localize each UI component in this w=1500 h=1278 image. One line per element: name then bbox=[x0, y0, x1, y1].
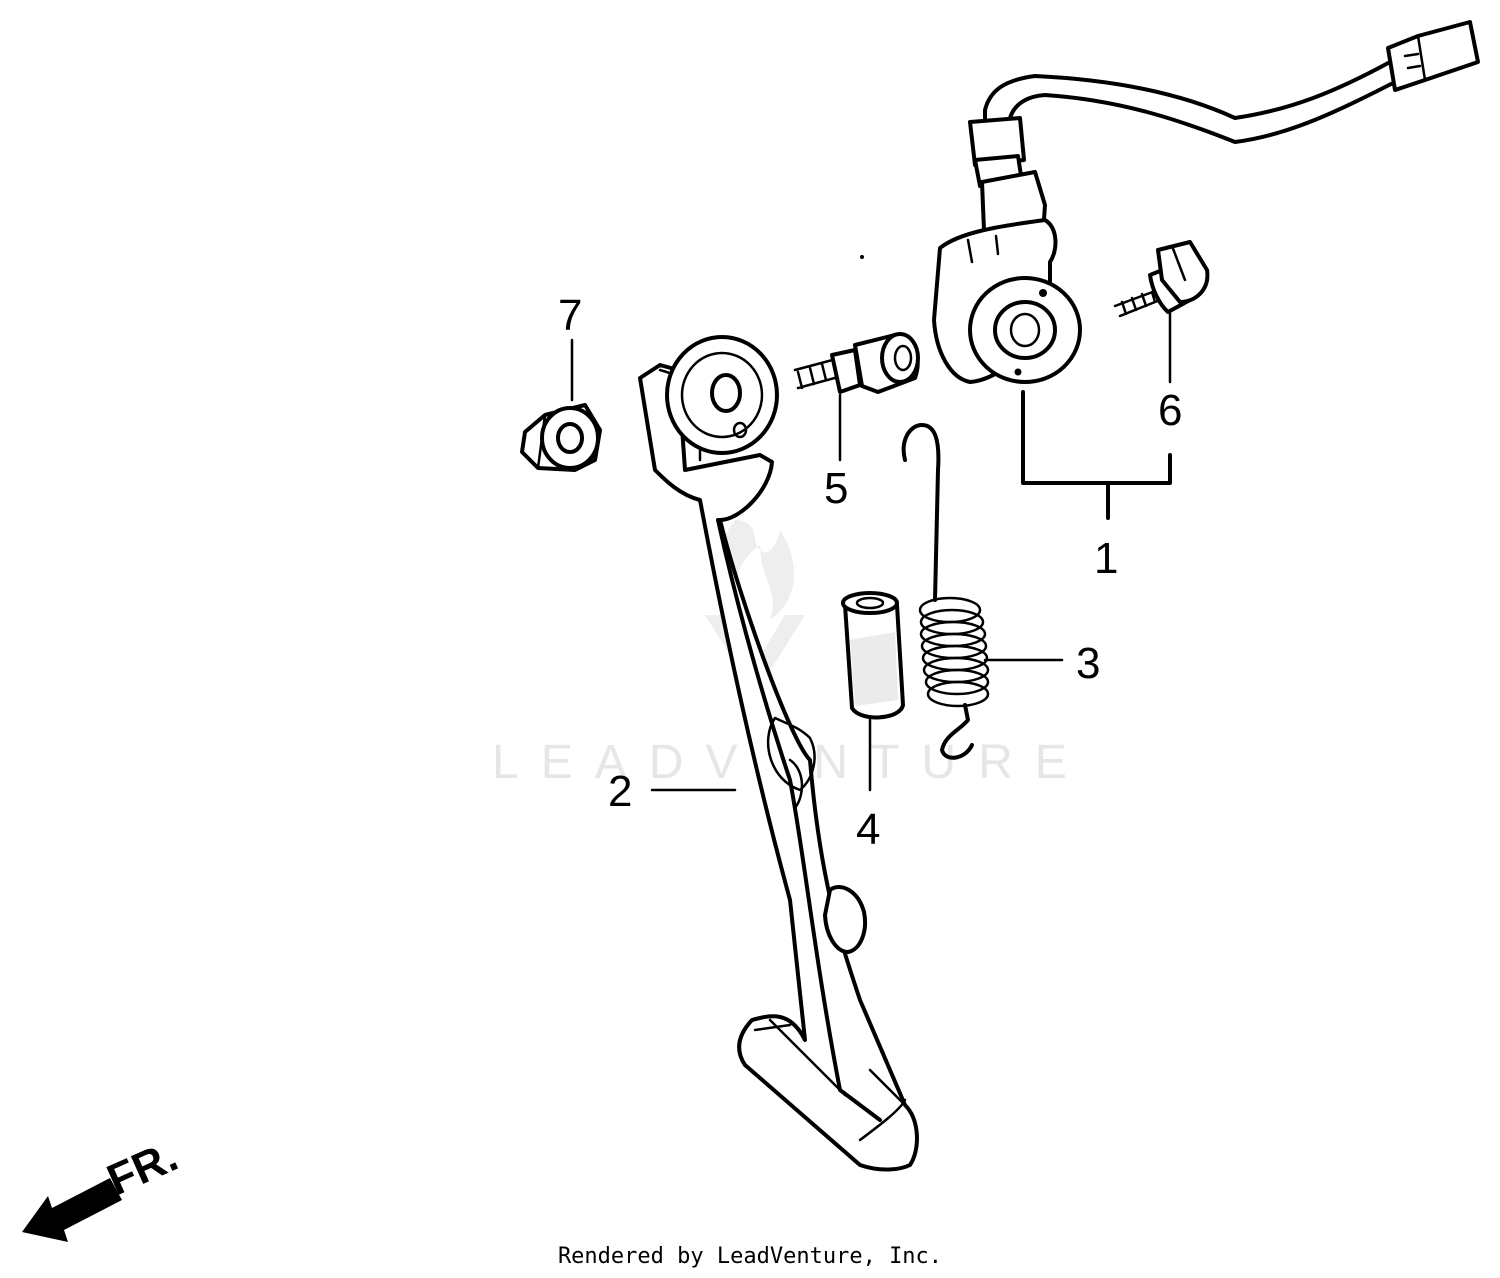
callout-7: 7 bbox=[558, 291, 582, 340]
front-direction-indicator: FR. bbox=[22, 1132, 185, 1242]
stray-dot bbox=[860, 255, 864, 259]
bolt-5 bbox=[793, 332, 920, 394]
footer-credit: Rendered by LeadVenture, Inc. bbox=[557, 1244, 943, 1269]
callout-labels: 1 2 3 4 5 6 7 bbox=[558, 291, 1182, 854]
callout-2: 2 bbox=[608, 767, 632, 816]
callout-1: 1 bbox=[1094, 534, 1118, 583]
front-arrow-icon bbox=[22, 1178, 122, 1242]
spring-3 bbox=[901, 423, 990, 760]
callout-5: 5 bbox=[824, 464, 848, 513]
callout-4: 4 bbox=[856, 805, 880, 854]
callout-3: 3 bbox=[1076, 639, 1100, 688]
leader-lines bbox=[570, 308, 1172, 792]
side-stand-switch bbox=[932, 20, 1480, 384]
bolt-6 bbox=[1113, 240, 1210, 318]
nut-7 bbox=[520, 403, 602, 472]
callout-6: 6 bbox=[1158, 386, 1182, 435]
collar-4 bbox=[841, 591, 905, 720]
side-stand bbox=[638, 335, 919, 1172]
